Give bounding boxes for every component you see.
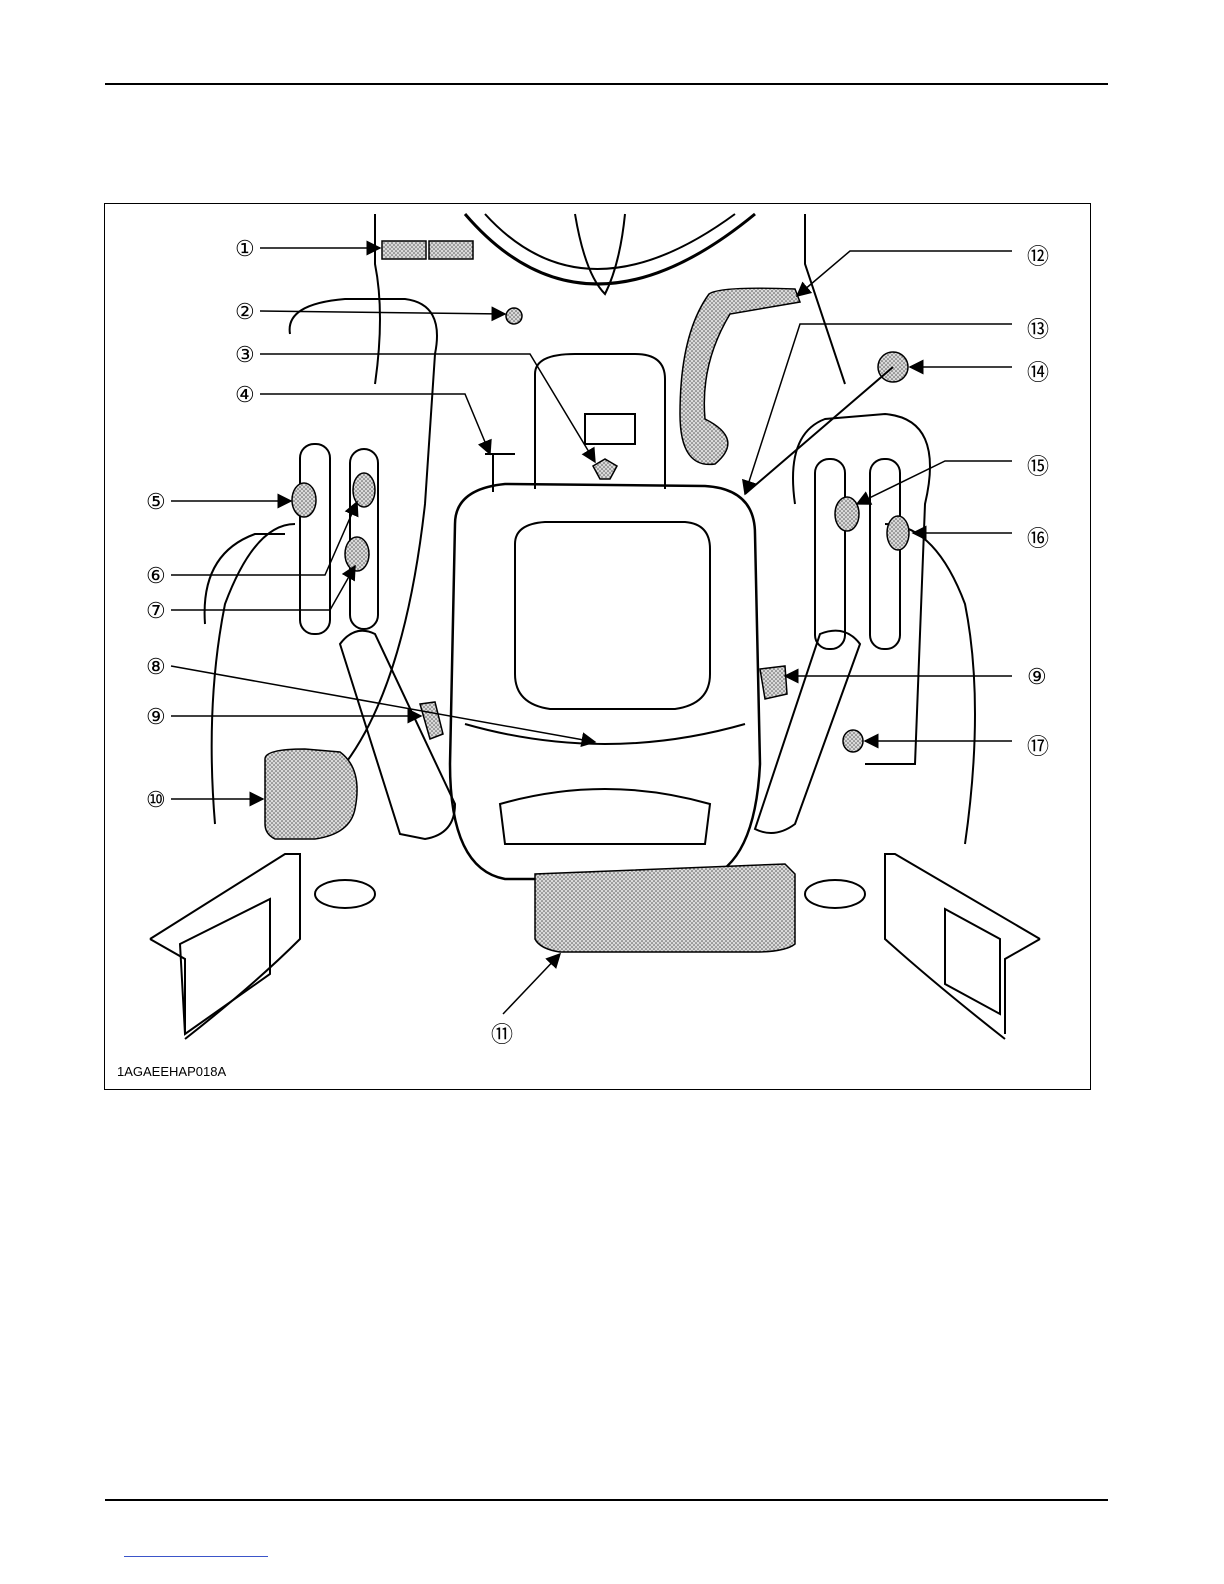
pedal-right — [429, 241, 473, 259]
callout-17: ⑰ — [1027, 729, 1049, 761]
knob-17 — [843, 730, 863, 752]
callout-11: ⑪ — [491, 1017, 513, 1049]
figure-id: 1AGAEEHAP018A — [117, 1064, 226, 1079]
callout-9-left: ⑨ — [146, 704, 166, 730]
header-rule — [105, 83, 1108, 85]
center-knob — [593, 459, 617, 479]
seat-lever-left — [420, 702, 443, 739]
lever-7 — [345, 537, 369, 571]
callout-8: ⑧ — [146, 654, 166, 680]
cup-holder — [265, 749, 357, 839]
footer-rule — [105, 1499, 1108, 1501]
operator-station-figure: ① ② ③ ④ ⑤ ⑥ ⑦ ⑧ ⑨ ⑩ ⑪ ⑫ ⑬ ⑭ ⑮ ⑯ ⑨ ⑰ 1AGA… — [104, 203, 1091, 1090]
callout-5: ⑤ — [146, 489, 166, 515]
toolbox — [535, 864, 795, 952]
small-knob — [506, 308, 522, 324]
shaded-components — [265, 241, 909, 952]
callout-2: ② — [235, 299, 255, 325]
tractor-operator-station-illustration — [105, 204, 1090, 1089]
callout-12: ⑫ — [1027, 239, 1049, 271]
footer-link-underline[interactable] — [124, 1556, 268, 1557]
callout-7: ⑦ — [146, 598, 166, 624]
callout-14: ⑭ — [1027, 355, 1049, 387]
callout-13: ⑬ — [1027, 312, 1049, 344]
lever-16 — [887, 516, 909, 550]
seat-lever-right — [760, 666, 787, 699]
callout-9-right: ⑨ — [1027, 664, 1047, 690]
callout-6: ⑥ — [146, 563, 166, 589]
lever-5 — [292, 483, 316, 517]
callout-16: ⑯ — [1027, 521, 1049, 553]
callout-10: ⑩ — [146, 787, 166, 813]
pedal-left — [382, 241, 426, 259]
callout-15: ⑮ — [1027, 449, 1049, 481]
callout-4: ④ — [235, 382, 255, 408]
lever-15 — [835, 497, 859, 531]
callout-1: ① — [235, 236, 255, 262]
grab-handle — [680, 288, 800, 464]
callout-3: ③ — [235, 342, 255, 368]
